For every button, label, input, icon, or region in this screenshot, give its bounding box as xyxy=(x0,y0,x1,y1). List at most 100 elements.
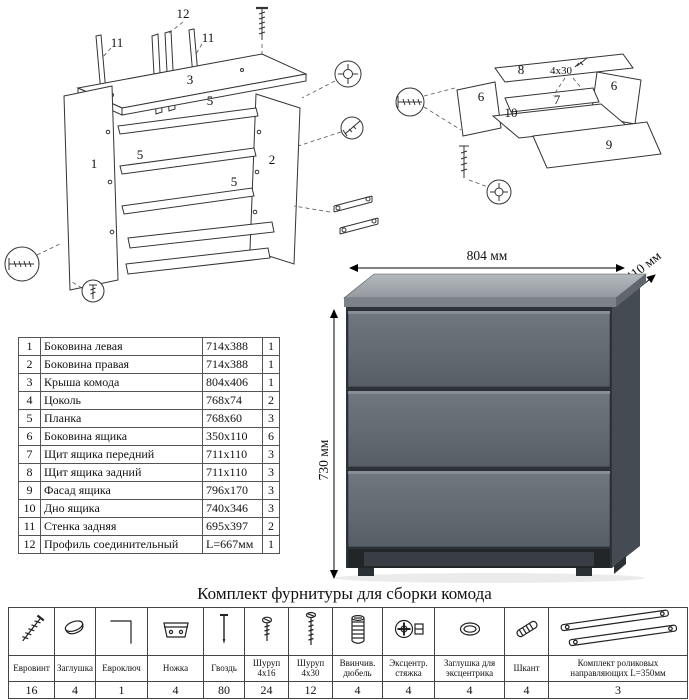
part-label-11b: 11 xyxy=(202,30,215,45)
part-name: Боковина ящика xyxy=(40,427,203,446)
hardware-names-row: Евровинт Заглушка Евроключ Ножка Гвоздь … xyxy=(8,655,688,682)
carcass-exploded-diagram: 12 11 11 3 5 5 5 1 2 xyxy=(4,6,379,303)
part-qty: 1 xyxy=(262,337,280,356)
part-name: Дно ящика xyxy=(40,499,203,518)
part-label-6a: 6 xyxy=(478,89,485,104)
hw-name: Заглушка xyxy=(54,655,96,682)
dresser-top-front-edge xyxy=(344,298,616,307)
foot-icon xyxy=(162,622,189,638)
hex-key-icon xyxy=(109,620,132,644)
hw-qty: 4 xyxy=(54,681,96,699)
part-name: Щит ящика передний xyxy=(40,445,203,464)
hw-qty: 24 xyxy=(244,681,289,699)
cam-lock-icon xyxy=(394,619,424,639)
cam-cap-icon xyxy=(459,622,480,636)
dresser-render: 804 мм 410 мм 730 мм xyxy=(318,248,664,583)
dresser-top-surface xyxy=(343,273,647,299)
hw-icon-cell xyxy=(147,607,204,656)
dresser-shadow xyxy=(335,573,645,583)
rails xyxy=(117,107,259,215)
hw-qty: 16 xyxy=(8,681,55,699)
hw-qty: 4 xyxy=(504,681,549,699)
drawer-facade xyxy=(532,121,662,169)
eurovint-icon xyxy=(21,614,44,642)
nail-icon xyxy=(220,614,228,644)
confirmat-screw-icon xyxy=(256,6,268,58)
part-label-12: 12 xyxy=(177,6,190,21)
left-side-panel xyxy=(63,85,119,291)
part-size: 740x346 xyxy=(202,499,263,518)
part-label-6b: 6 xyxy=(611,78,618,93)
part-label-2: 2 xyxy=(269,152,276,167)
part-qty: 3 xyxy=(262,463,280,482)
part-label-7: 7 xyxy=(554,92,561,107)
hardware-table: Евровинт Заглушка Евроключ Ножка Гвоздь … xyxy=(8,607,688,699)
part-num: 11 xyxy=(18,517,41,536)
screw-in-dowel-icon xyxy=(350,614,365,644)
drawer-side-left xyxy=(456,81,502,137)
part-num: 7 xyxy=(18,445,41,464)
drawer-eurovint-callout xyxy=(395,87,462,131)
part-name: Планка xyxy=(40,409,203,428)
dresser-body xyxy=(343,273,647,576)
part-label-1: 1 xyxy=(91,156,98,171)
part-size: 714x388 xyxy=(202,355,263,374)
drawer-screw-callout xyxy=(459,145,512,205)
phillips-head-callout xyxy=(301,60,362,99)
part-num: 9 xyxy=(18,481,41,500)
part-qty: 1 xyxy=(262,373,280,392)
part-label-10: 10 xyxy=(505,105,518,120)
screw-size-label: 4x30 xyxy=(550,65,573,77)
hw-name: Ножка xyxy=(147,655,204,682)
hw-qty: 12 xyxy=(288,681,333,699)
hw-qty: 4 xyxy=(147,681,204,699)
hw-name: Шуруп 4х16 xyxy=(244,655,289,682)
part-num: 10 xyxy=(18,499,41,518)
part-num: 5 xyxy=(18,409,41,428)
hw-qty: 1 xyxy=(95,681,148,699)
hw-qty: 4 xyxy=(382,681,435,699)
part-label-3: 3 xyxy=(187,72,194,87)
hw-icon-cell xyxy=(504,607,549,656)
hw-icon-cell xyxy=(244,607,289,656)
part-label-9: 9 xyxy=(606,137,613,152)
drawer-exploded-diagram: 8 4x30 6 6 7 10 9 xyxy=(395,53,662,205)
dresser-foot-right xyxy=(576,568,592,576)
hw-icon-cell xyxy=(434,607,505,656)
dresser-top-side-edge xyxy=(616,274,646,307)
hw-name: Евроключ xyxy=(95,655,148,682)
part-name: Щит ящика задний xyxy=(40,463,203,482)
part-name: Боковина правая xyxy=(40,355,203,374)
part-size: 350x110 xyxy=(202,427,263,446)
cap-icon xyxy=(64,620,84,635)
part-qty: 3 xyxy=(262,409,280,428)
part-size: 768x60 xyxy=(202,409,263,428)
hw-icon-cell xyxy=(382,607,435,656)
part-size: 804x406 xyxy=(202,373,263,392)
part-name: Крыша комода xyxy=(40,373,203,392)
drawer-back-panel xyxy=(494,53,634,83)
part-qty: 6 xyxy=(262,427,280,446)
part-label-5b: 5 xyxy=(137,147,144,162)
part-name: Боковина левая xyxy=(40,337,203,356)
drawer-slides-icon xyxy=(560,609,678,647)
hw-name: Комплект роликовых направляющих L=350мм xyxy=(548,655,688,682)
part-label-8: 8 xyxy=(518,62,525,77)
part-name: Фасад ящика xyxy=(40,481,203,500)
drawer-slide-detail xyxy=(293,195,379,235)
dresser-plinth xyxy=(364,552,594,566)
screw-callout xyxy=(71,279,105,303)
hw-icon-cell xyxy=(548,607,688,656)
hardware-qty-row: 16 4 1 4 80 24 12 4 4 4 4 3 xyxy=(8,681,688,699)
hw-icon-cell xyxy=(8,607,55,656)
